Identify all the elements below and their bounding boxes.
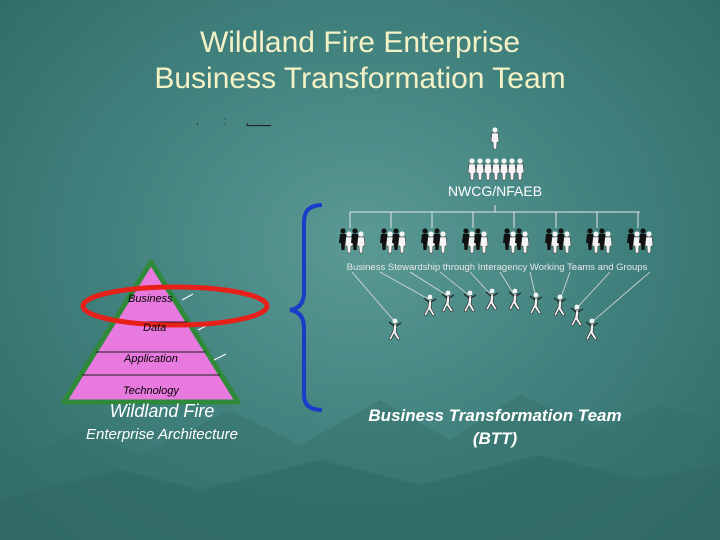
ea-caption-subtitle: Enterprise Architecture	[85, 426, 238, 443]
pyramid-layer-data: Data	[143, 322, 167, 334]
slide-title-line2: Business Transformation Team	[154, 62, 566, 95]
btt-members-icon	[388, 288, 599, 341]
pyramid-layer-business: Business	[128, 293, 173, 305]
btt-caption-subtitle: (BTT)	[472, 429, 518, 448]
btt-fan-lines	[351, 271, 651, 323]
nwcg-label: NWCG/NFAEB	[447, 183, 543, 199]
org-connector-lines	[349, 205, 640, 228]
btt-brace	[289, 203, 323, 412]
pyramid-layer-application: Application	[124, 353, 178, 365]
pyramid-layer-technology: Technology	[123, 385, 179, 397]
stray-marks: , : ,____	[196, 116, 272, 127]
nwcg-group-icon	[467, 158, 525, 181]
slide-title-line1: Wildland Fire Enterprise	[199, 26, 521, 59]
working-teams-icon	[339, 228, 653, 253]
business-highlight	[80, 284, 270, 328]
leader-figure-icon	[490, 127, 500, 150]
ea-pyramid	[61, 259, 241, 405]
stewardship-label: Business Stewardship through Interagency…	[346, 262, 648, 273]
ea-caption-title: Wildland Fire	[109, 401, 215, 421]
btt-caption-title: Business Transformation Team	[368, 406, 622, 425]
